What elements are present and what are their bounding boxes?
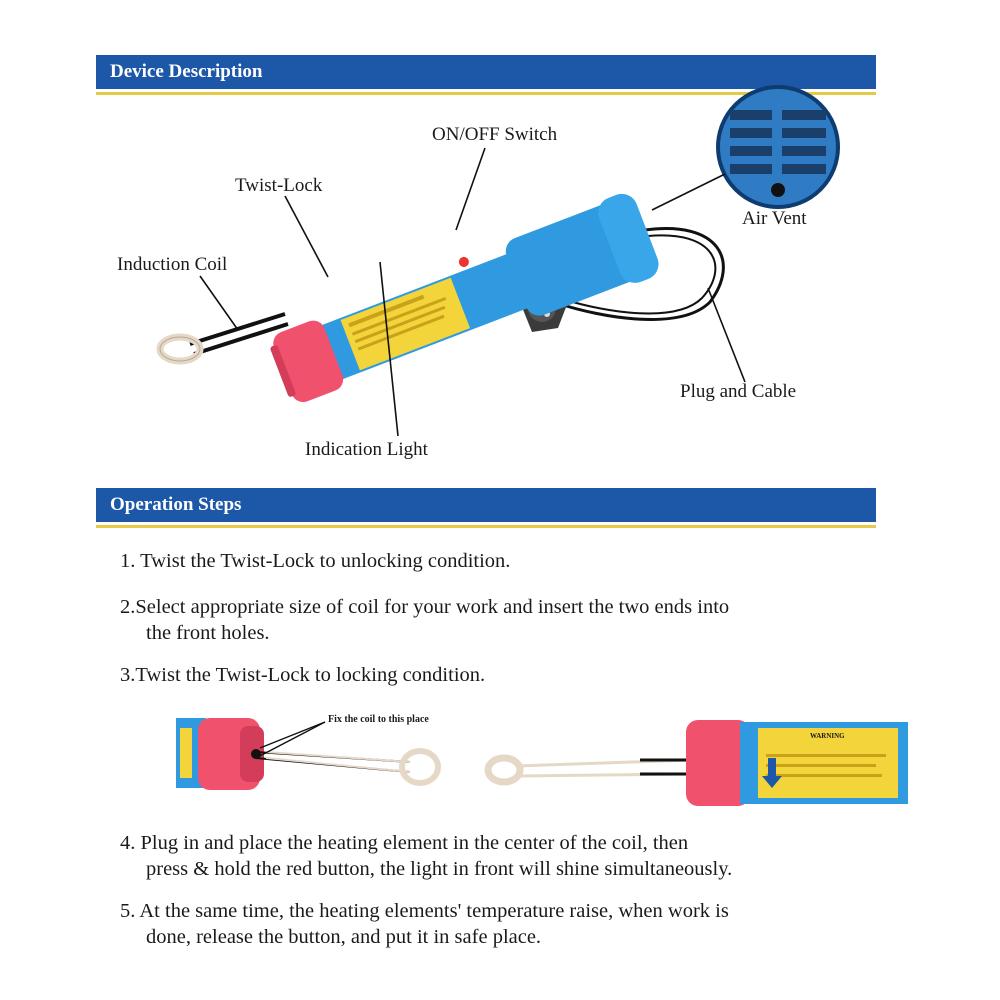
label-indication-light: Indication Light (305, 439, 428, 460)
step-1: 1. Twist the Twist-Lock to unlocking con… (120, 548, 900, 574)
manual-page: Device Description (80, 52, 920, 950)
right-view-tool-end (686, 720, 908, 806)
induction-coil-icon (156, 312, 289, 365)
section-header-operation-steps: Operation Steps (96, 488, 876, 528)
step-line-continued: done, release the button, and put it in … (146, 926, 542, 948)
step-line: 1. Twist the Twist-Lock to unlocking con… (120, 550, 511, 572)
label-air-vent: Air Vent (742, 208, 807, 229)
step-4: 4. Plug in and place the heating element… (120, 830, 900, 882)
leader-lines (199, 147, 746, 437)
coil-loop-right-icon (484, 754, 524, 786)
warning-label-text: WARNING (810, 732, 845, 740)
step-line: 2.Select appropriate size of coil for yo… (120, 596, 730, 618)
step-2: 2.Select appropriate size of coil for yo… (120, 594, 900, 646)
down-arrow-icon (762, 758, 782, 788)
label-twist-lock: Twist-Lock (235, 175, 323, 196)
step-line-continued: press & hold the red button, the light i… (146, 858, 733, 880)
step-line: 4. Plug in and place the heating element… (120, 832, 689, 854)
label-induction-coil: Induction Coil (117, 254, 228, 275)
air-vent-closeup-icon (716, 85, 840, 209)
coil-loop-icon (399, 748, 441, 786)
section-title: Device Description (110, 61, 263, 82)
induction-heater-body (270, 193, 659, 403)
section-title: Operation Steps (110, 494, 242, 515)
device-illustration (156, 85, 840, 437)
label-plug-and-cable: Plug and Cable (680, 381, 797, 402)
section-header-device-description: Device Description (96, 55, 876, 95)
step-5: 5. At the same time, the heating element… (120, 898, 900, 950)
step-line-continued: the front holes. (146, 622, 270, 644)
step-line: 3.Twist the Twist-Lock to locking condit… (120, 664, 486, 686)
label-on-off-switch: ON/OFF Switch (432, 124, 558, 145)
step-line: 5. At the same time, the heating element… (120, 900, 729, 922)
left-view-tool-end (176, 718, 264, 790)
callout-fix-coil: Fix the coil to this place (328, 714, 429, 725)
step-3: 3.Twist the Twist-Lock to locking condit… (120, 662, 900, 688)
